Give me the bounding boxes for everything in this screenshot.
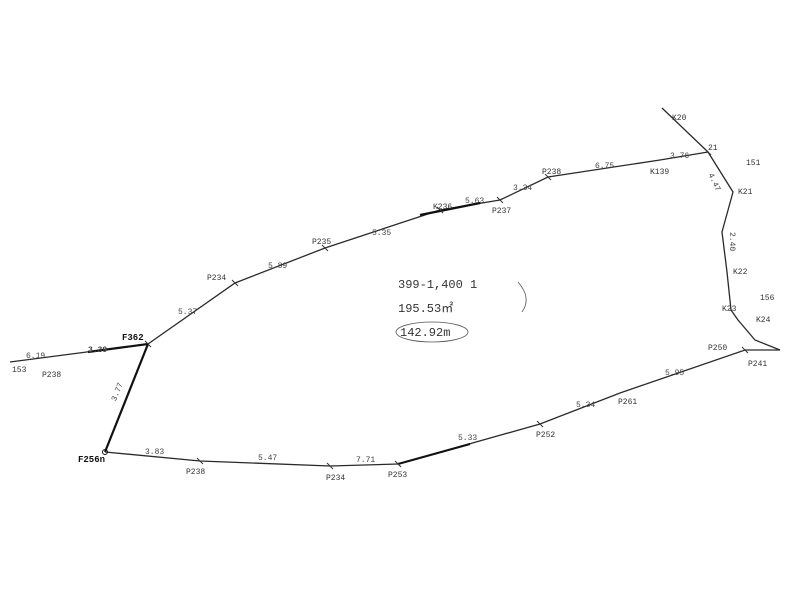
point-labels: 153 P238 F362 F256n P238 P234 P253 P252 … — [12, 114, 775, 483]
point-label-tl4: P237 — [492, 207, 511, 216]
measure-upper2: 5.89 — [268, 262, 287, 271]
perimeter-oval — [395, 321, 469, 343]
marker-p252 — [536, 420, 544, 428]
point-label-bl3: P253 — [388, 471, 407, 480]
point-label-156: 156 — [760, 294, 775, 303]
point-label-bl2: P234 — [326, 474, 345, 483]
marker-p21 — [704, 148, 712, 156]
edge-top-spur — [661, 107, 709, 153]
edge-east — [707, 151, 781, 351]
marker-p238b — [196, 457, 204, 465]
edge-south — [104, 349, 780, 467]
point-label-left-end: 153 — [12, 366, 27, 375]
measure-upper4: 5.63 — [465, 197, 484, 206]
measure-left: 6.19 — [26, 352, 45, 361]
point-label-br2: P261 — [618, 398, 637, 407]
edge-south-heavy — [397, 442, 471, 466]
measure-left2: 3.39 — [88, 346, 107, 355]
marker-p238 — [544, 173, 552, 181]
measure-labels: 6.19 3.39 5.37 5.89 5.35 5.63 3.34 6.75 … — [26, 152, 736, 465]
measure-upper7: 3.76 — [670, 152, 689, 161]
edge-f362-short — [87, 342, 149, 354]
point-label-21: 21 — [708, 144, 718, 153]
measure-bottom2: 5.47 — [258, 454, 277, 463]
marker-p250 — [741, 346, 749, 354]
point-label-tl3: K236 — [433, 203, 452, 212]
marker-f256 — [102, 449, 108, 455]
point-markers — [102, 148, 749, 470]
marker-p234b — [326, 462, 334, 470]
marker-p253 — [394, 460, 402, 468]
point-label-k22: K22 — [733, 268, 748, 277]
point-label-k24: K24 — [756, 316, 771, 325]
point-label-f256: F256n — [78, 455, 105, 465]
point-label-tl5: P238 — [542, 168, 561, 177]
area-size: 195.53㎡ — [398, 301, 453, 316]
point-label-tr: K139 — [650, 168, 669, 177]
measure-right1: 2.40 — [727, 232, 736, 251]
point-label-151: 151 — [746, 159, 761, 168]
annotation-arc — [517, 281, 527, 313]
point-label-k21: K21 — [738, 188, 753, 197]
marker-p234 — [231, 279, 239, 287]
point-label-br1: P252 — [536, 431, 555, 440]
measure-upper5: 3.34 — [513, 184, 532, 193]
boundary-lines — [9, 107, 781, 467]
measure-bottom3: 7.71 — [356, 456, 375, 465]
point-label-r-low1: P250 — [708, 344, 727, 353]
point-label-r-low2: P241 — [748, 360, 767, 369]
point-label-tl1: P234 — [207, 274, 226, 283]
area-perimeter: 142.92m — [400, 326, 450, 340]
measure-upper3: 5.35 — [372, 229, 391, 238]
point-label-tl2: P235 — [312, 238, 331, 247]
point-label-k23: K23 — [722, 305, 737, 314]
marker-p235 — [321, 244, 329, 252]
edge-west — [103, 343, 150, 453]
measure-lower3: 5.95 — [665, 369, 684, 378]
edge-north-heavy — [419, 201, 481, 217]
area-info-block: 399-1,400 1 195.53㎡ 142.92m — [395, 278, 527, 343]
marker-f362 — [144, 340, 152, 348]
point-label-left: P238 — [42, 371, 61, 380]
measure-lower1: 5.33 — [458, 434, 477, 443]
measure-bottom1: 3.83 — [145, 448, 164, 457]
measure-lower2: 5.34 — [576, 401, 595, 410]
point-label-bl1: P238 — [186, 468, 205, 477]
measure-upper6: 6.75 — [595, 162, 614, 171]
marker-p237 — [496, 196, 504, 204]
area-code: 399-1,400 1 — [398, 278, 477, 292]
point-label-f362: F362 — [122, 333, 144, 343]
point-label-top: K20 — [672, 114, 687, 123]
marker-k236 — [436, 206, 444, 214]
measure-vertical: 3.77 — [110, 381, 126, 402]
measure-upper1: 5.37 — [178, 308, 197, 317]
measure-right2: 4.47 — [706, 172, 722, 193]
